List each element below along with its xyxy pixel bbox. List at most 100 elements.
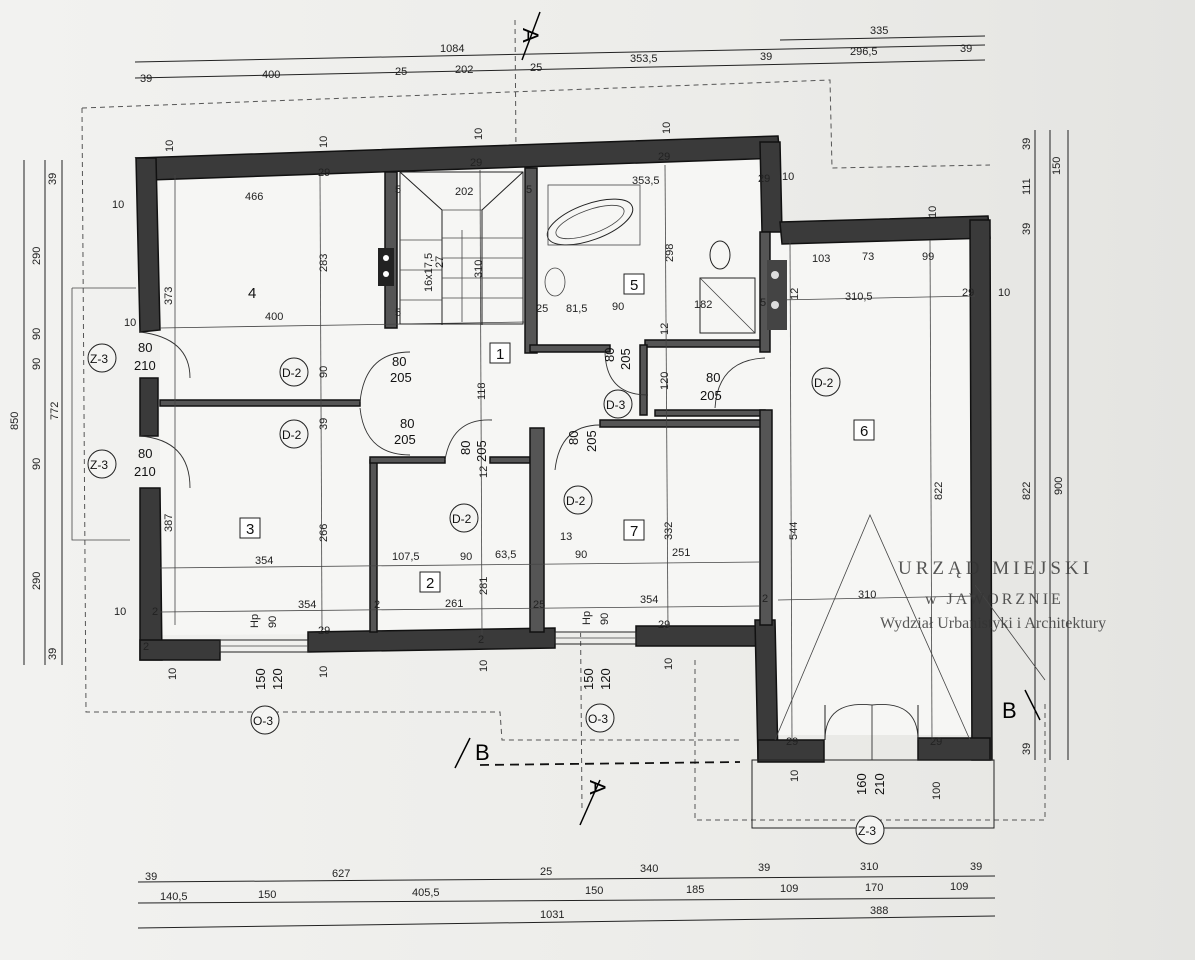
door-1-tag-circle xyxy=(279,357,309,387)
dim-top-3: 25 xyxy=(395,66,407,78)
dim-left-mid: 772 xyxy=(49,402,61,420)
wall-mark-1: 10 xyxy=(164,140,176,152)
wall-mark-25a: 25 xyxy=(536,303,548,315)
dim-top-4: 202 xyxy=(455,64,473,76)
dim-bottom-2-2: 150 xyxy=(258,889,276,901)
window-z3-bot-w: 80 xyxy=(138,446,152,461)
window-o3-mid-hp-h: 90 xyxy=(599,613,611,625)
section-markers: A A B B xyxy=(454,11,1041,826)
toilet-icon xyxy=(709,240,731,270)
window-o3-left-h: 120 xyxy=(270,668,285,690)
wall-mark-29a: 29 xyxy=(318,167,330,179)
dim-left-total: 850 xyxy=(9,412,21,430)
wall-mark-11: 10 xyxy=(167,668,179,680)
door-1-90: 90 xyxy=(318,366,330,378)
dim-r6-99: 99 xyxy=(922,251,934,263)
door-3-tag: D-2 xyxy=(452,512,472,526)
dim-right-3: 39 xyxy=(1021,223,1033,235)
dim-r5-90: 90 xyxy=(612,301,624,313)
door-1-height: 205 xyxy=(390,370,412,385)
dim-left-6: 290 xyxy=(31,572,43,590)
entrance-tag: Z-3 xyxy=(858,824,876,838)
wall-mark-3: 10 xyxy=(473,128,485,140)
dim-bottom-1-5: 39 xyxy=(758,862,770,874)
walls xyxy=(134,135,993,763)
wall-mark-5: 10 xyxy=(927,206,939,218)
door-5-tag-circle xyxy=(811,367,841,397)
window-o3-mid-w: 150 xyxy=(581,668,596,690)
dim-r3-266: 266 xyxy=(318,524,330,542)
window-o3-left-hp-h: 90 xyxy=(267,616,279,628)
window-o3-mid-hp: Hp xyxy=(581,611,593,625)
dim-bottom-1-6: 310 xyxy=(860,861,878,873)
dim-r3-354: 354 xyxy=(255,555,273,567)
window-z3-bot-h: 210 xyxy=(134,464,156,479)
interior-doors: 80 205 D-2 90 80 205 D-2 39 80 205 D-2 8… xyxy=(279,348,841,533)
room-labels: 4 1 5 6 3 2 7 xyxy=(239,273,875,593)
section-a-bottom: A xyxy=(585,780,610,795)
shower-icon xyxy=(699,277,756,334)
wall-marks: 10 10 10 10 10 10 10 10 10 10 10 10 10 1… xyxy=(112,122,1010,782)
entrance-height: 210 xyxy=(872,773,887,795)
bottom-dimension-chain: 39 627 25 340 39 310 39 140,5 150 405,5 … xyxy=(137,861,996,929)
dim-left-5: 90 xyxy=(31,458,43,470)
wall-mark-29d: 29 xyxy=(758,173,770,185)
wall-mark-2e: 2 xyxy=(478,634,484,646)
wall-mark-2c: 2 xyxy=(152,606,158,618)
wall-mark-6: 10 xyxy=(782,171,794,183)
dim-r5-81: 81,5 xyxy=(566,303,587,315)
dim-r7-332: 332 xyxy=(663,522,675,540)
room-label-5: 5 xyxy=(630,277,638,294)
window-z3-top-tag: Z-3 xyxy=(90,352,108,366)
wall-mark-29h: 29 xyxy=(318,625,330,637)
window-z3-bot-tag: Z-3 xyxy=(90,458,108,472)
wall-mark-13: 10 xyxy=(478,660,490,672)
right-dimension-chain: 39 111 39 150 822 900 39 xyxy=(1021,130,1069,760)
dim-right-150: 150 xyxy=(1051,157,1063,175)
dim-r2-107: 107,5 xyxy=(392,551,420,563)
room-label-6: 6 xyxy=(860,423,868,440)
wall-mark-5a: 5 xyxy=(395,184,401,196)
wall-mark-25b: 25 xyxy=(533,599,545,611)
stamp-line-3: Wydział Urbanistyki i Architektury xyxy=(880,615,1106,632)
dim-r7-251: 251 xyxy=(672,547,690,559)
wall-mark-2b: 2 xyxy=(374,599,380,611)
dim-right-822: 822 xyxy=(1021,482,1033,500)
dim-bottom-2-4: 150 xyxy=(585,885,603,897)
dim-bottom-2-8: 109 xyxy=(950,881,968,893)
stamp-line-1: URZĄD MIEJSKI xyxy=(898,558,1093,579)
window-z3-top-h: 210 xyxy=(134,358,156,373)
dim-top-5: 25 xyxy=(530,62,542,74)
interior-dimensions: 466 283 373 400 202 16x17,5 27 310 353,5… xyxy=(163,175,945,611)
door-3-tag-circle xyxy=(449,503,479,533)
room-label-2: 2 xyxy=(426,575,434,592)
dim-top-7: 39 xyxy=(760,51,772,63)
door-2-height: 205 xyxy=(394,432,416,447)
wall-mark-29g: 29 xyxy=(930,736,942,748)
door-2-tag: D-2 xyxy=(282,428,302,442)
dim-top-9: 39 xyxy=(960,43,972,55)
dim-r7-90: 90 xyxy=(575,549,587,561)
dim-r3-h: 387 xyxy=(163,514,175,532)
window-o3-mid-h: 120 xyxy=(598,668,613,690)
door-4-width: 80 xyxy=(602,348,617,362)
wall-mark-29e: 29 xyxy=(962,287,974,299)
window-o3-mid-circle xyxy=(585,703,615,733)
dim-stair-27: 27 xyxy=(434,256,446,268)
door-5-tag: D-2 xyxy=(814,376,834,390)
door-4-tag: D-3 xyxy=(606,398,626,412)
entrance-100: 100 xyxy=(931,782,943,800)
wall-mark-2: 10 xyxy=(318,136,330,148)
dim-left-3: 90 xyxy=(31,328,43,340)
wall-mark-12a: 12 xyxy=(659,323,671,335)
dim-bottom-1-4: 340 xyxy=(640,863,658,875)
stamp-line-2: w JAWORZNIE xyxy=(925,591,1064,608)
dim-stair-310: 310 xyxy=(473,260,485,278)
wall-mark-4: 10 xyxy=(661,122,673,134)
exterior-openings: Z-3 80 210 Z-3 80 210 Hp 90 150 120 O-3 … xyxy=(87,331,943,845)
wall-mark-29i: 29 xyxy=(658,619,670,631)
window-o3-mid-tag: O-3 xyxy=(588,712,608,726)
door-1-width: 80 xyxy=(392,354,406,369)
room-label-3: 3 xyxy=(246,521,254,538)
window-o3-left-w: 150 xyxy=(253,668,268,690)
